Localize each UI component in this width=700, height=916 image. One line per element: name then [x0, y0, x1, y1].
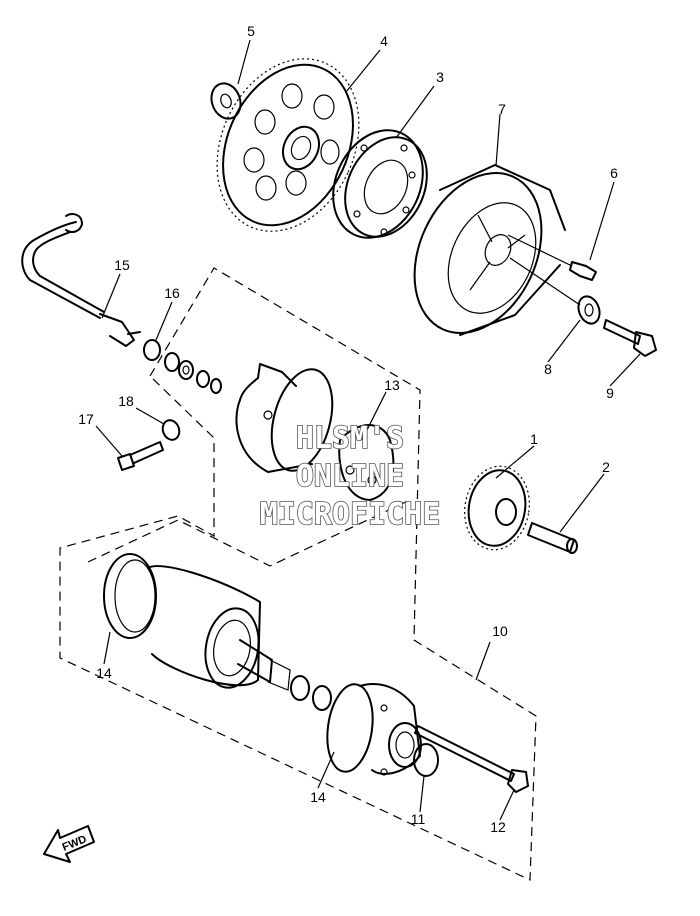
watermark-line-3: MICROFICHE	[260, 497, 441, 532]
leader-lines	[95, 39, 641, 821]
part-oring-11[interactable]	[413, 743, 439, 777]
callout-3: 3	[436, 69, 444, 85]
part-starter-motor-10[interactable]	[103, 553, 422, 776]
part-bolt-6[interactable]	[507, 234, 597, 281]
part-shaft-2[interactable]	[527, 522, 578, 554]
part-clutch-3[interactable]	[316, 115, 442, 252]
part-rotor-7[interactable]	[390, 152, 566, 353]
callout-6: 6	[610, 165, 618, 181]
callout-13: 13	[384, 377, 400, 393]
callout-14a: 14	[96, 665, 112, 681]
watermark-line-2: ONLINE	[296, 459, 404, 494]
callout-2: 2	[602, 459, 610, 475]
callout-7: 7	[498, 101, 506, 117]
callout-labels: 1 2 3 4 5 6 7 8 9 10 11 12 13 14 14 15 1…	[78, 23, 618, 835]
callout-12: 12	[490, 819, 506, 835]
part-long-bolt-12[interactable]	[414, 725, 529, 793]
callout-5: 5	[247, 23, 255, 39]
part-nut-16[interactable]	[143, 339, 222, 394]
part-gear-plate-4[interactable]	[190, 36, 386, 255]
assembly-outline-inner	[87, 499, 411, 567]
callout-10: 10	[492, 623, 508, 639]
part-washer-8[interactable]	[509, 257, 603, 327]
callout-4: 4	[380, 33, 388, 49]
assembly-outline-upper	[59, 267, 537, 881]
callout-17: 17	[78, 411, 94, 427]
callout-18: 18	[118, 393, 134, 409]
callout-1: 1	[530, 431, 538, 447]
callout-15: 15	[114, 257, 130, 273]
callout-9: 9	[606, 385, 614, 401]
callout-14b: 14	[310, 789, 326, 805]
part-ring-18[interactable]	[160, 418, 182, 442]
callout-11: 11	[411, 811, 426, 827]
part-cable-15[interactable]	[21, 213, 141, 347]
callout-8: 8	[544, 361, 552, 377]
watermark-line-1: HLSM'S	[296, 421, 404, 456]
watermark: HLSM'S ONLINE MICROFICHE	[259, 420, 441, 533]
part-bolt-17[interactable]	[117, 441, 164, 471]
fwd-arrow-icon: FWD	[43, 825, 95, 863]
part-bolt-9[interactable]	[603, 319, 657, 357]
part-gear-1[interactable]	[458, 461, 536, 555]
part-washer-5[interactable]	[207, 79, 246, 122]
callout-16: 16	[164, 285, 180, 301]
